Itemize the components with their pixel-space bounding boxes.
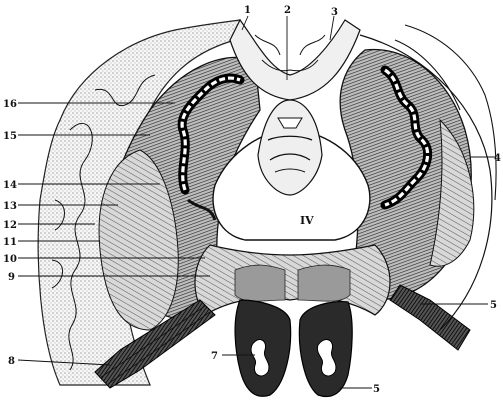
label-4: 4 (494, 153, 501, 164)
label-15: 15 (3, 131, 17, 142)
label-7: 7 (211, 351, 218, 362)
label-10: 10 (3, 254, 17, 265)
label-12: 12 (3, 220, 17, 231)
label-16: 16 (3, 99, 17, 110)
olive-left (235, 300, 291, 396)
pons-brainstem (195, 245, 390, 315)
nerve-bundle-right (390, 285, 470, 350)
label-9: 9 (8, 272, 15, 283)
label-1: 1 (244, 5, 251, 16)
label-13: 13 (3, 201, 17, 212)
label-2: 2 (284, 5, 291, 16)
label-5-lower: 5 (373, 384, 380, 395)
label-14: 14 (3, 180, 17, 191)
label-8: 8 (8, 356, 15, 367)
label-fourth-ventricle: IV (300, 214, 314, 227)
label-11: 11 (3, 237, 17, 248)
label-3: 3 (331, 7, 338, 18)
label-5-upper: 5 (490, 300, 497, 311)
olive-right (299, 302, 352, 397)
